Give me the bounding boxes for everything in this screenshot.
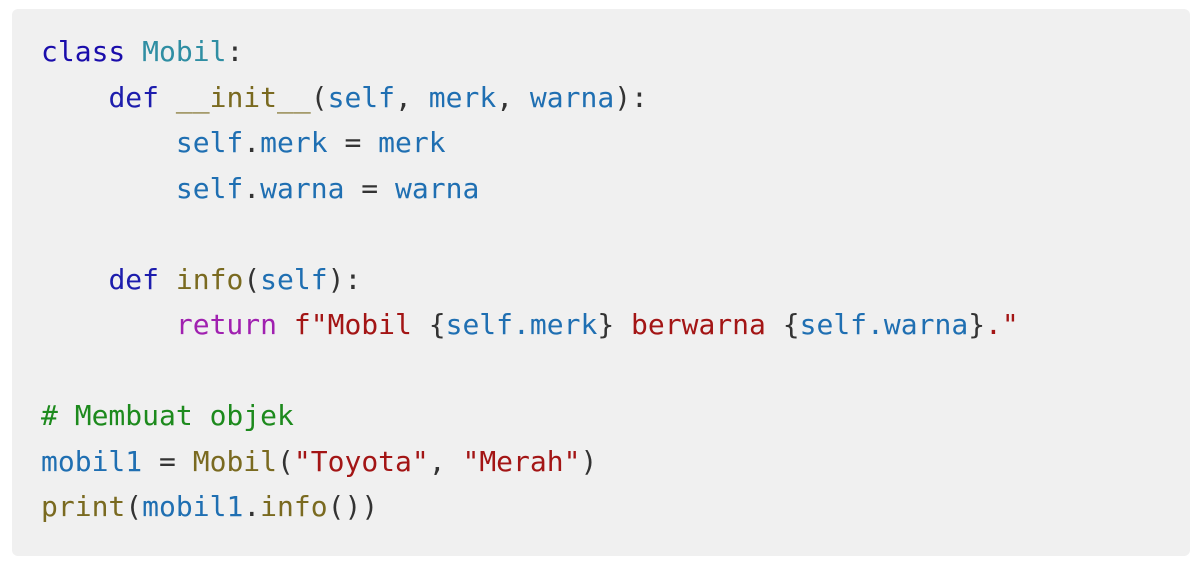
code-token-plain: , bbox=[496, 80, 530, 114]
code-token-str: f"Mobil bbox=[293, 308, 429, 341]
code-line: mobil1 = Mobil("Toyota", "Merah") bbox=[41, 439, 1019, 485]
code-token-plain: = bbox=[327, 126, 379, 159]
code-token-str: "Toyota" bbox=[293, 444, 429, 478]
code-token-var: merk bbox=[378, 126, 446, 159]
code-token-kw-def: def bbox=[108, 80, 160, 114]
code-token-comment: # Membuat objek bbox=[41, 399, 294, 432]
code-token-plain bbox=[159, 263, 176, 296]
code-token-str: "Merah" bbox=[462, 444, 581, 478]
code-token-var: self bbox=[175, 171, 244, 205]
code-token-var: warna bbox=[529, 80, 615, 114]
code-token-name: Mobil bbox=[192, 444, 278, 478]
code-indent bbox=[41, 81, 108, 114]
code-token-var: warna bbox=[260, 171, 345, 205]
code-line bbox=[41, 348, 1019, 394]
code-indent bbox=[41, 126, 176, 159]
code-token-plain: } bbox=[968, 308, 986, 341]
code-indent bbox=[41, 263, 108, 296]
code-indent bbox=[41, 172, 176, 205]
code-token-cls: Mobil bbox=[142, 35, 227, 68]
code-token-name: info bbox=[260, 490, 328, 523]
code-token-var: self bbox=[175, 126, 244, 159]
code-token-kw-ret: return bbox=[175, 308, 278, 341]
code-token-plain: ( bbox=[277, 444, 294, 478]
code-token-plain: , bbox=[428, 444, 463, 478]
code-token-plain: . bbox=[243, 171, 261, 205]
code-token-plain bbox=[125, 35, 142, 68]
code-listing: class Mobil: def __init__(self, merk, wa… bbox=[41, 29, 1019, 530]
code-token-var: mobil1 bbox=[41, 444, 143, 478]
code-token-kw: class bbox=[41, 35, 126, 68]
code-token-var: merk bbox=[428, 80, 497, 114]
code-line: # Membuat objek bbox=[41, 393, 1019, 439]
code-token-plain: ( bbox=[310, 80, 328, 114]
code-token-plain: ( bbox=[125, 490, 143, 523]
code-token-plain: { bbox=[782, 308, 800, 341]
code-line: print(mobil1.info()) bbox=[41, 484, 1019, 530]
code-token-var: self.warna bbox=[799, 308, 969, 341]
code-line: def info(self): bbox=[41, 257, 1019, 303]
code-line: return f"Mobil {self.merk} berwarna {sel… bbox=[41, 302, 1019, 348]
code-token-var: warna bbox=[395, 171, 480, 205]
code-token-plain: ()) bbox=[327, 490, 379, 523]
code-token-plain: = bbox=[344, 171, 396, 205]
code-token-plain: . bbox=[243, 490, 261, 523]
code-token-name: info bbox=[175, 262, 244, 296]
code-token-kw-def: def bbox=[108, 262, 160, 296]
code-token-name: __init__ bbox=[175, 80, 311, 114]
code-token-var: self bbox=[260, 262, 328, 296]
code-line: self.merk = merk bbox=[41, 120, 1019, 166]
code-token-plain: . bbox=[243, 126, 261, 159]
code-token-str: berwarna bbox=[614, 308, 783, 341]
code-line bbox=[41, 211, 1019, 257]
code-token-plain: ( bbox=[243, 262, 261, 296]
code-token-name: print bbox=[41, 490, 126, 523]
code-line: self.warna = warna bbox=[41, 166, 1019, 212]
code-token-plain: : bbox=[226, 35, 244, 68]
code-token-plain: ) bbox=[580, 444, 598, 478]
code-token-str: ." bbox=[985, 308, 1019, 341]
code-token-plain: } bbox=[597, 308, 615, 341]
code-token-var: self bbox=[327, 80, 396, 114]
code-token-plain: { bbox=[428, 308, 446, 341]
code-token-var: merk bbox=[260, 126, 328, 159]
code-line: class Mobil: bbox=[41, 29, 1019, 75]
code-token-plain bbox=[159, 81, 176, 114]
code-token-var: self.merk bbox=[445, 308, 598, 341]
code-token-var: mobil1 bbox=[142, 490, 244, 523]
code-token-plain: = bbox=[142, 444, 193, 478]
code-token-plain: ): bbox=[327, 262, 362, 296]
code-block: class Mobil: def __init__(self, merk, wa… bbox=[12, 9, 1190, 556]
code-line: def __init__(self, merk, warna): bbox=[41, 75, 1019, 121]
code-token-plain: ): bbox=[614, 80, 648, 114]
code-token-plain: , bbox=[395, 80, 429, 114]
code-indent bbox=[41, 308, 176, 341]
code-token-plain bbox=[277, 308, 294, 341]
